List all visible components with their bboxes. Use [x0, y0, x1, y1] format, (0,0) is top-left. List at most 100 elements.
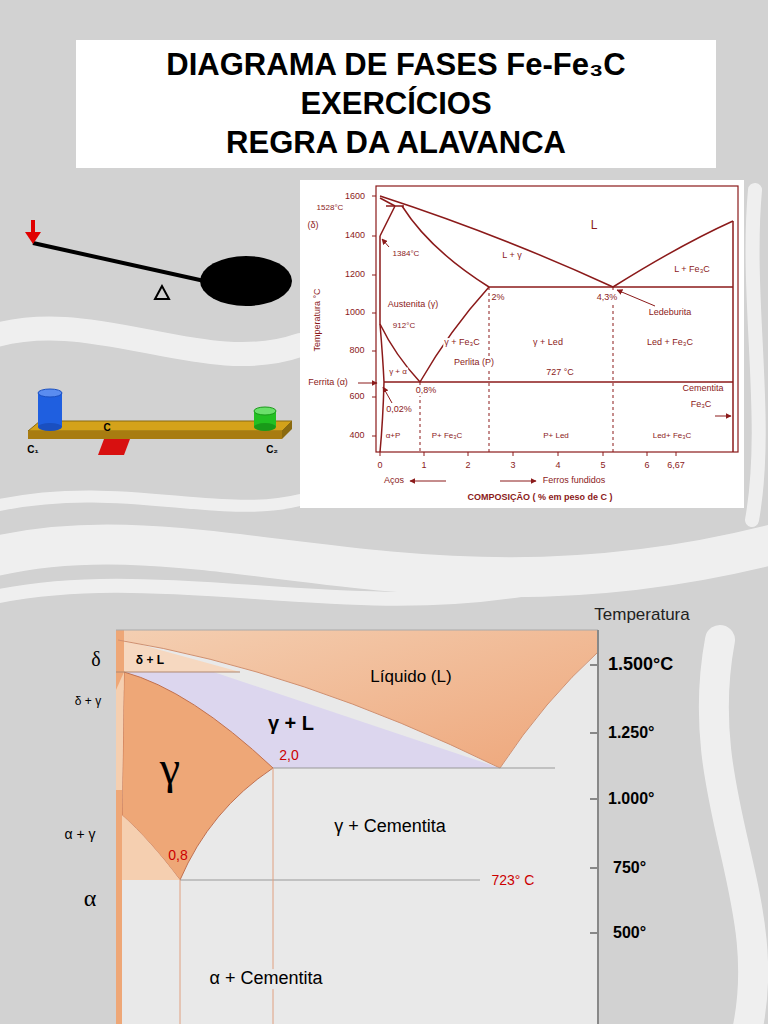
- fe-c-diagram-colored-part: [124, 640, 240, 672]
- phase-label: L + Fe₃C: [673, 265, 711, 275]
- lever-illustration: [25, 220, 292, 306]
- fe-c-diagram-colored-part: [118, 640, 598, 768]
- lever-label: C: [102, 422, 111, 433]
- phase-label: γ + L: [267, 712, 315, 734]
- title-text: REGRA DA ALAVANCA: [84, 124, 708, 163]
- axis-label: 500°: [612, 924, 647, 942]
- phase-label: Perlita (P): [453, 358, 495, 368]
- fe-c-diagram-maroon-part: [382, 239, 389, 247]
- phase-label: 1600: [344, 192, 366, 202]
- fe-c-diagram-maroon-part: [715, 416, 731, 417]
- balance-bar-illustration-part: [38, 389, 62, 397]
- balance-bar-illustration: [28, 389, 292, 455]
- fe-c-diagram-maroon-part: [613, 221, 733, 287]
- fe-c-diagram-colored-part: [116, 672, 240, 673]
- phase-label: γ + Cementita: [333, 817, 447, 837]
- fe-c-diagram-maroon-part: [379, 236, 381, 324]
- fe-c-diagram-colored-part: [116, 630, 598, 1024]
- fe-c-diagram-maroon-part: [420, 287, 613, 452]
- background-swirls-part: [714, 640, 753, 1024]
- phase-label: 0,02%: [385, 405, 413, 415]
- axis-tick-label: 5: [599, 461, 606, 471]
- fe-c-diagram-maroon-part: [372, 196, 376, 436]
- phase-label: 1528°C: [316, 204, 345, 213]
- phase-label: δ: [90, 648, 101, 670]
- fe-c-diagram-maroon: [300, 180, 744, 508]
- phase-label: Fe₃C: [690, 400, 713, 410]
- phase-label: 1000: [344, 308, 366, 318]
- phase-label: α+P: [385, 432, 402, 441]
- balance-bar-illustration-part: [254, 407, 276, 415]
- phase-label: Temperatura °C: [313, 287, 323, 352]
- phase-label: 723° C: [491, 873, 536, 888]
- fe-c-diagram-maroon-part: [410, 481, 446, 482]
- fe-c-diagram-colored-part: [116, 630, 598, 631]
- fe-c-diagram-colored-part: [590, 665, 598, 933]
- fe-c-diagram-maroon-part: [380, 196, 613, 287]
- fe-c-diagram-colored-part: [180, 880, 480, 881]
- phase-label: 1400: [344, 231, 366, 241]
- phase-label: 1200: [344, 270, 366, 280]
- phase-label: 2,0: [278, 748, 299, 763]
- phase-label: α: [83, 885, 98, 911]
- phase-label: 1384°C: [392, 250, 421, 259]
- phase-label: L + γ: [501, 251, 522, 261]
- phase-label: 4,3%: [596, 293, 619, 303]
- balance-bar-illustration-part: [98, 439, 130, 455]
- balance-bar-illustration-part: [282, 421, 292, 439]
- phase-label: Ledeburita: [648, 308, 693, 318]
- background-swirls-part: [0, 586, 520, 600]
- phase-label: Aços: [383, 476, 405, 486]
- axis-label: 1.500°C: [607, 655, 674, 675]
- fe-c-diagram-colored-part: [597, 630, 599, 1024]
- phase-label: 912°C: [392, 322, 416, 331]
- phase-label: Líquido (L): [369, 668, 452, 687]
- title-text: EXERCÍCIOS: [84, 85, 708, 124]
- phase-label: Led + Fe₃C: [646, 338, 694, 348]
- phase-label: γ + α: [388, 368, 408, 377]
- axis-label: Temperatura: [593, 606, 690, 625]
- fe-c-diagram-maroon-part: [358, 383, 377, 384]
- axis-label: 1.250°: [607, 724, 655, 742]
- title-box: DIAGRAMA DE FASES Fe-Fe₃CEXERCÍCIOSREGRA…: [76, 40, 716, 168]
- lever-label: C₁: [26, 444, 39, 455]
- balance-bar-illustration-part: [28, 421, 292, 431]
- fe-c-diagram-maroon-part: [380, 452, 676, 456]
- lever-label: C₂: [265, 444, 279, 455]
- fe-c-diagram-colored-part: [122, 672, 273, 880]
- phase-label: Austenita (γ): [387, 300, 440, 310]
- phase-label: (δ): [306, 221, 319, 231]
- fe-c-diagram-colored-part: [116, 790, 122, 1024]
- phase-label: α + Cementita: [209, 969, 324, 989]
- phase-label: 400: [348, 431, 365, 441]
- balance-bar-illustration-part: [38, 423, 62, 431]
- fe-c-diagram-maroon-part: [380, 324, 420, 382]
- fe-c-diagram-maroon-part: [732, 221, 734, 452]
- axis-tick-label: 6,67: [666, 461, 686, 471]
- background-swirls-part: [0, 496, 300, 505]
- fe-c-diagram-maroon-part: [489, 286, 733, 288]
- fe-c-diagram-maroon-part: [383, 387, 392, 403]
- fe-c-diagram-colored-part: [180, 880, 181, 1024]
- phase-label: γ + Fe₃C: [443, 338, 480, 348]
- fe-c-diagram-maroon-part: [380, 206, 395, 236]
- background-swirls-part: [752, 190, 759, 520]
- fe-c-diagram-colored: [116, 630, 598, 1024]
- background-swirls-part: [0, 328, 300, 354]
- fe-c-diagram-maroon-part: [380, 198, 395, 206]
- phase-label: 2%: [490, 293, 505, 303]
- axis-label: 1.000°: [607, 790, 655, 808]
- balance-bar-illustration-part: [254, 423, 276, 431]
- axis-label: 750°: [612, 859, 647, 877]
- phase-label: α + γ: [63, 827, 96, 842]
- lever-illustration-part: [200, 256, 292, 306]
- fe-c-diagram-maroon-part: [617, 290, 655, 306]
- phase-label: δ + γ: [74, 695, 102, 708]
- axis-tick-label: 3: [509, 461, 516, 471]
- phase-label: Ferros fundidos: [542, 476, 607, 486]
- phase-label: L: [590, 219, 599, 232]
- background-swirls-part: [0, 540, 768, 577]
- axis-tick-label: 2: [464, 461, 471, 471]
